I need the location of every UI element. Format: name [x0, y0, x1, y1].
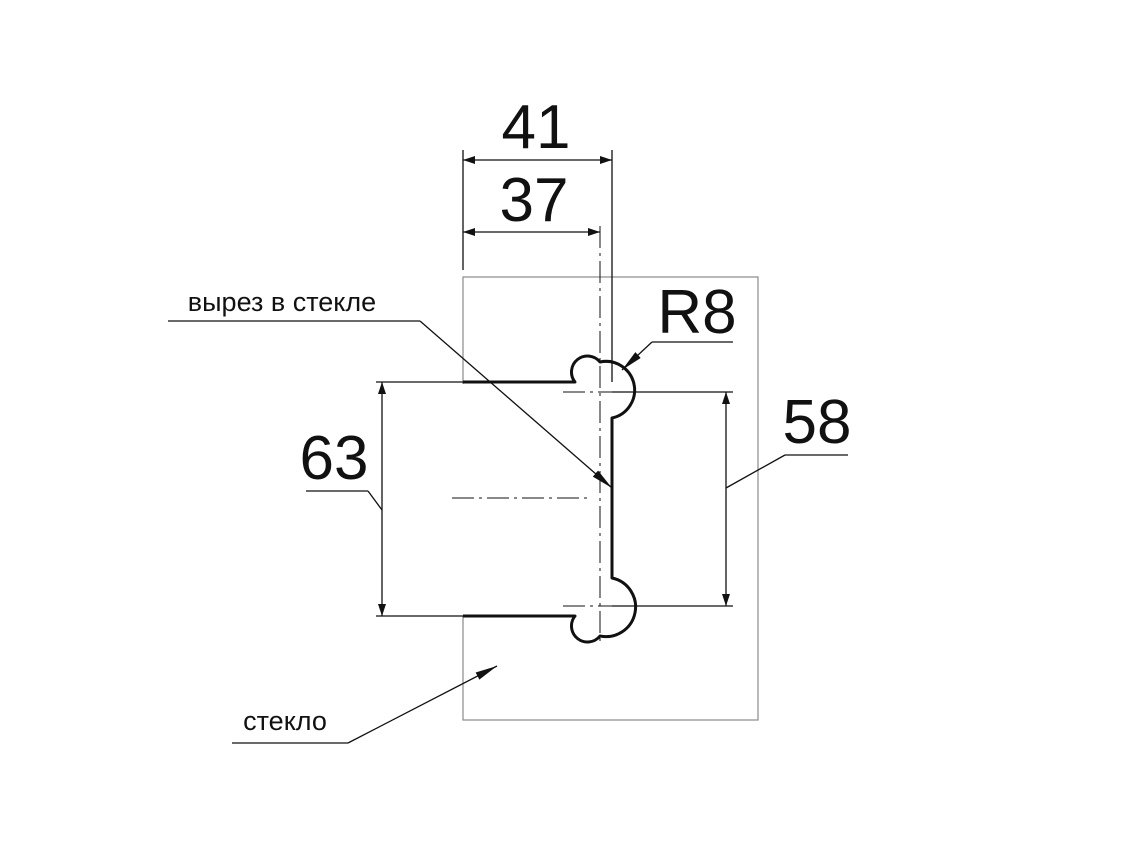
cutout-gap-mask — [460, 384, 468, 616]
dim37-label: 37 — [500, 166, 569, 235]
dim41-label: 41 — [502, 93, 571, 162]
glass-label-leader — [347, 665, 498, 744]
dim58-leader — [725, 454, 786, 489]
r8-leader — [621, 341, 653, 371]
dim63-label: 63 — [300, 424, 369, 493]
cutout-label-leader — [419, 320, 613, 489]
glass-label: стекло — [243, 706, 327, 736]
dim58-label: 58 — [783, 388, 852, 457]
cutout-profile — [463, 354, 638, 644]
dim63-leader — [367, 490, 383, 511]
r8-label: R8 — [657, 278, 736, 347]
cutout-label: вырез в стекле — [188, 287, 376, 317]
